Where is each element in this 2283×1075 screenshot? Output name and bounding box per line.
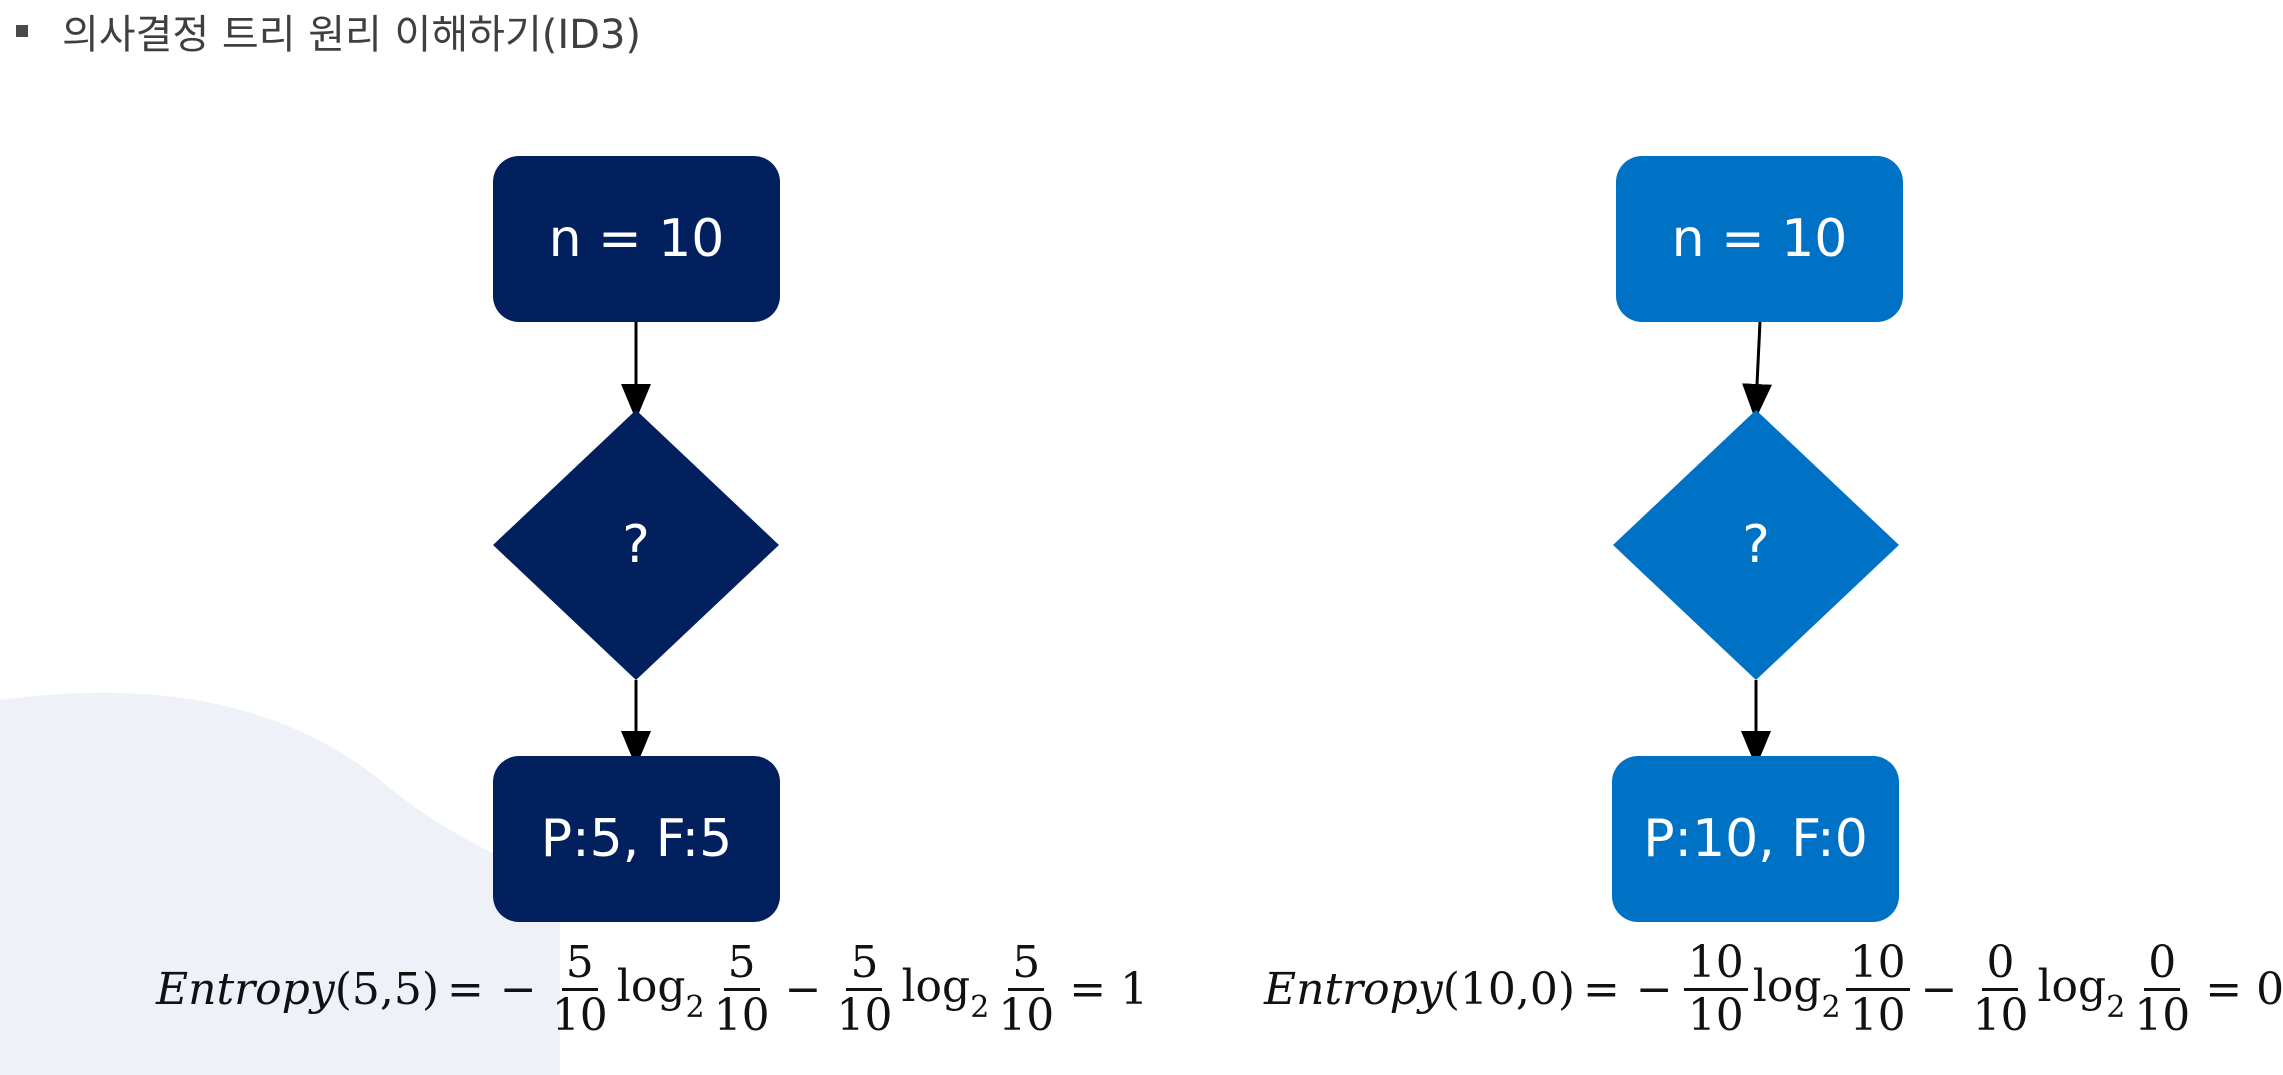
entropy-args: (10,0) (1442, 964, 1575, 1016)
right-decision-label: ? (1742, 515, 1770, 575)
left-decision-label: ? (622, 515, 650, 575)
log-operator: log2 (2037, 960, 2126, 1025)
equals-sign: = (447, 964, 484, 1016)
minus-sign: − (499, 964, 537, 1016)
left-leaf-node: P:5, F:5 (493, 756, 780, 922)
entropy-label: Entropy (156, 964, 335, 1016)
log-operator: log2 (901, 960, 990, 1025)
minus-sign: − (1635, 964, 1673, 1016)
equals-sign: = (1583, 964, 1620, 1016)
page-title: 의사결정 트리 원리 이해하기(ID3) (62, 12, 642, 58)
left-decision-diamond (493, 410, 779, 680)
right-root-node: n = 10 (1616, 156, 1903, 322)
log-operator: log2 (1752, 960, 1841, 1025)
right-decision-diamond (1613, 410, 1899, 680)
entropy-label: Entropy (1264, 964, 1443, 1016)
right-leaf-node: P:10, F:0 (1612, 756, 1899, 922)
minus-sign: − (1920, 964, 1958, 1016)
entropy-args: (5,5) (334, 964, 439, 1016)
minus-sign: − (784, 964, 822, 1016)
bullet-icon (16, 25, 28, 37)
page-header: 의사결정 트리 원리 이해하기(ID3) (10, 6, 641, 58)
left-root-node: n = 10 (493, 156, 780, 322)
result: = 1 (1069, 964, 1149, 1016)
result: = 0 (2205, 964, 2283, 1016)
right-arrow-root-to-decision (1742, 321, 1772, 420)
log-operator: log2 (616, 960, 705, 1025)
